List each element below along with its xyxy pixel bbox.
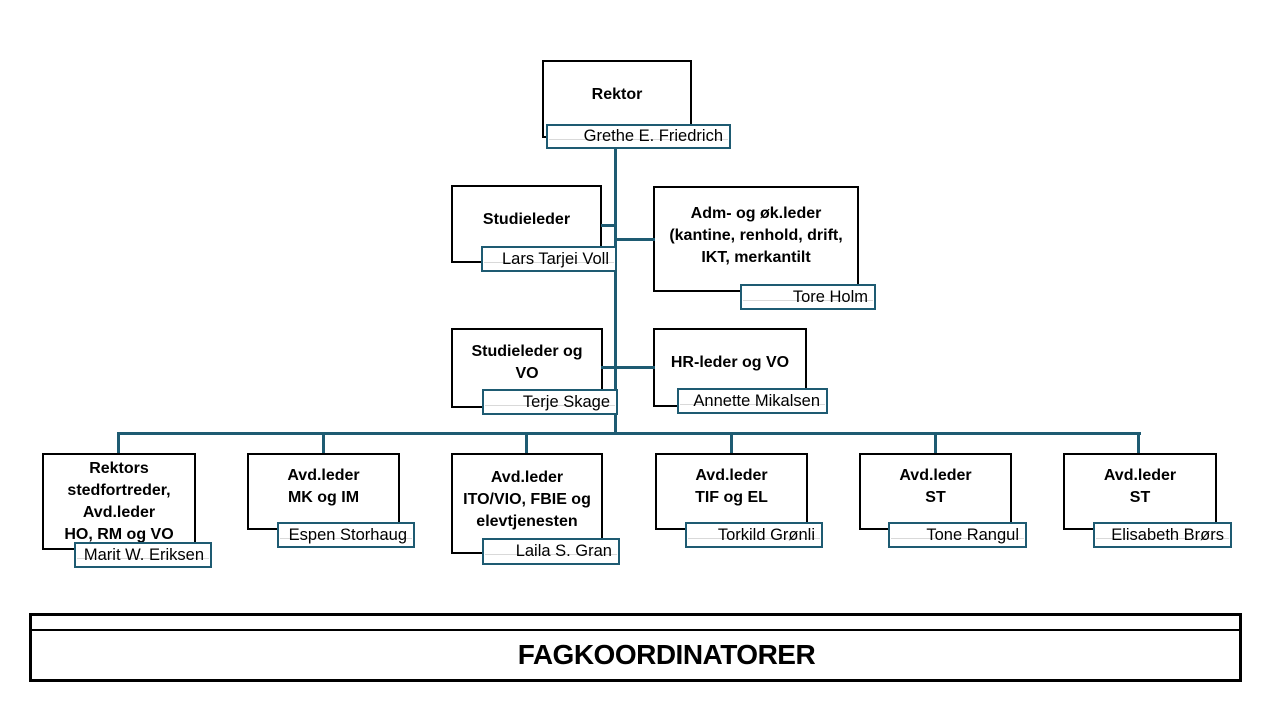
org-box-adm-ok-leder: Adm- og øk.leder (kantine, renhold, drif… [653, 186, 859, 292]
field-underline [743, 299, 873, 301]
name-tag-avd4: Torkild Grønli [685, 522, 823, 548]
name-tag-avd1: Marit W. Eriksen [74, 542, 212, 568]
fagkoordinatorer-banner: FAGKOORDINATORER [29, 613, 1242, 682]
org-box-avdleder-mk-im: Avd.leder MK og IM [247, 453, 400, 530]
name-tag-hr: Annette Mikalsen [677, 388, 828, 414]
person-name: Espen Storhaug [288, 525, 407, 544]
field-underline [688, 537, 820, 539]
name-tag-avd2: Espen Storhaug [277, 522, 415, 548]
connector-drop-avd6 [1137, 433, 1140, 453]
connector-row3 [601, 366, 655, 369]
person-name: Grethe E. Friedrich [583, 127, 723, 145]
name-tag-studvo: Terje Skage [482, 389, 618, 415]
person-name: Lars Tarjei Voll [501, 249, 609, 268]
banner-top-strip [32, 616, 1239, 631]
connector-distribution-horizontal [117, 432, 1141, 435]
field-underline [280, 537, 412, 539]
org-box-title: Rektors stedfortreder, Avd.leder HO, RM … [64, 459, 174, 543]
field-underline [484, 261, 614, 263]
connector-drop-avd4 [730, 433, 733, 453]
person-name: Elisabeth Brørs [1111, 525, 1224, 544]
org-box-title: Studieleder [482, 211, 571, 228]
name-tag-avd3: Laila S. Gran [482, 538, 620, 565]
org-box-title: Avd.leder TIF og EL [695, 466, 768, 506]
org-box-title: Avd.leder ITO/VIO, FBIE og elevtjenesten [463, 468, 591, 530]
name-tag-avd5: Tone Rangul [888, 522, 1027, 548]
person-name: Marit W. Eriksen [83, 545, 204, 564]
org-box-title: Studieleder og VO [471, 343, 583, 382]
field-underline [891, 537, 1024, 539]
connector-trunk-vertical [614, 148, 617, 434]
field-underline [77, 557, 209, 559]
field-underline [485, 554, 617, 556]
org-box-avdleder-st-2: Avd.leder ST [1063, 453, 1217, 530]
org-box-title: Rektor [591, 86, 643, 103]
person-name: Tone Rangul [926, 525, 1019, 544]
field-underline [485, 404, 615, 406]
org-box-rektors-stedfortreder: Rektors stedfortreder, Avd.leder HO, RM … [42, 453, 196, 550]
field-underline [680, 403, 825, 405]
person-name: Laila S. Gran [515, 542, 612, 560]
org-box-title: Avd.leder ST [1103, 466, 1177, 506]
connector-drop-avd1 [117, 433, 120, 453]
org-box-title: Avd.leder ST [899, 466, 972, 506]
connector-studieleder [601, 224, 616, 227]
name-tag-studieleder: Lars Tarjei Voll [481, 246, 617, 272]
person-name: Torkild Grønli [717, 525, 815, 544]
person-name: Tore Holm [792, 287, 868, 306]
person-name: Terje Skage [522, 392, 610, 411]
org-box-title: Avd.leder MK og IM [287, 466, 360, 506]
field-underline [1096, 537, 1229, 539]
connector-drop-avd2 [322, 433, 325, 453]
name-tag-avd6: Elisabeth Brørs [1093, 522, 1232, 548]
person-name: Annette Mikalsen [693, 391, 820, 410]
connector-adm [615, 238, 655, 241]
name-tag-rektor: Grethe E. Friedrich [546, 124, 731, 149]
org-box-avdleder-tif-el: Avd.leder TIF og EL [655, 453, 808, 530]
field-underline [549, 139, 728, 141]
banner-label: FAGKOORDINATORER [517, 639, 816, 670]
name-tag-adm: Tore Holm [740, 284, 876, 310]
org-box-title: HR-leder og VO [670, 353, 790, 371]
org-box-title: Adm- og øk.leder (kantine, renhold, drif… [669, 205, 843, 266]
org-box-avdleder-st-1: Avd.leder ST [859, 453, 1012, 530]
connector-drop-avd3 [525, 433, 528, 453]
connector-drop-avd5 [934, 433, 937, 453]
org-box-avdleder-ito-vio: Avd.leder ITO/VIO, FBIE og elevtjenesten [451, 453, 603, 554]
